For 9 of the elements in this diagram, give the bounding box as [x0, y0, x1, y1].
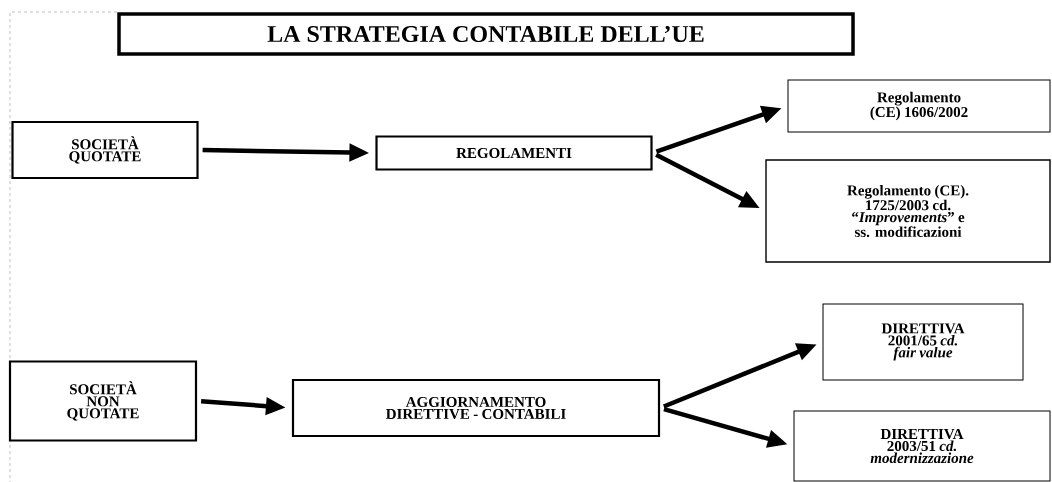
- title-box: LA STRATEGIA CONTABILE DELL’UE: [117, 12, 855, 56]
- text-box: SOCIETÀ QUOTATE: [11, 120, 199, 180]
- text-box: REGOLAMENTI: [375, 135, 653, 171]
- text-box: AGGIORNAMENTO DIRETTIVE - CONTABILI: [291, 378, 661, 438]
- text-box: SOCIETÀ NON QUOTATE: [8, 360, 198, 442]
- text-box: Regolamento (CE) 1606/2002: [787, 79, 1051, 133]
- text-box: DIRETTIVA 2003/51 cd. modernizzazione: [793, 410, 1051, 482]
- text-box: Regolamento (CE). 1725/2003 cd. “Improvements” e ss. modificazioni: [765, 159, 1051, 263]
- text-box: DIRETTIVA 2001/65 cd. fair value: [822, 303, 1024, 381]
